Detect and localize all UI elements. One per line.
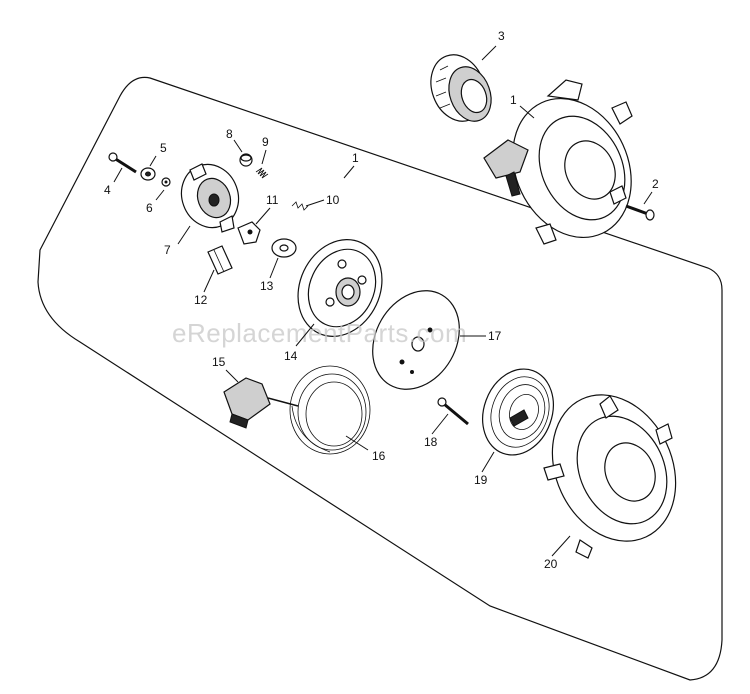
callout-10: 10 [326, 193, 340, 207]
callout-9: 9 [262, 135, 269, 149]
part-5-nut [140, 167, 156, 181]
watermark-text: eReplacementParts.com [172, 318, 467, 348]
callout-15: 15 [212, 355, 226, 369]
part-16-starter-rope [289, 365, 371, 455]
part-18-screw [437, 397, 469, 426]
part-11-pawl [237, 221, 261, 245]
leader-lines [113, 45, 653, 557]
part-19-recoil-spring [482, 368, 554, 456]
callout-numbers: 3 1 2 1 4 5 6 7 8 9 10 11 12 13 14 17 15… [104, 29, 659, 571]
part-13-washer [271, 238, 297, 258]
part-10-spring [291, 201, 309, 211]
callout-20: 20 [544, 557, 558, 571]
callout-19: 19 [474, 473, 488, 487]
part-2-screw [625, 204, 655, 221]
callout-5: 5 [160, 141, 167, 155]
part-20-starter-housing-lower [543, 394, 677, 559]
callout-8: 8 [226, 127, 233, 141]
callout-3: 3 [498, 29, 505, 43]
part-3-ratchet-cup [430, 54, 492, 122]
part-7-pawl-plate [180, 163, 240, 233]
part-14-pulley [297, 239, 383, 337]
part-9-spring [255, 167, 269, 179]
callout-4: 4 [104, 183, 111, 197]
callout-6: 6 [146, 201, 153, 215]
callout-16: 16 [372, 449, 386, 463]
part-15-starter-handle [223, 377, 299, 429]
callout-17: 17 [488, 329, 502, 343]
callout-1: 1 [352, 151, 359, 165]
callout-2: 2 [652, 177, 659, 191]
callout-7: 7 [164, 243, 171, 257]
callout-1-upper: 1 [510, 93, 517, 107]
part-8-bushing [239, 153, 253, 167]
callout-14: 14 [284, 349, 298, 363]
assembly-boundary [37, 76, 723, 681]
callout-18: 18 [424, 435, 438, 449]
part-1-starter-housing-upper [483, 79, 633, 245]
part-12-dog [207, 245, 233, 275]
callout-11: 11 [266, 193, 279, 207]
part-6-washer [161, 177, 171, 187]
part-4-bolt [108, 152, 137, 174]
part-17-spring-plate [372, 290, 460, 390]
callout-13: 13 [260, 279, 274, 293]
callout-12: 12 [194, 293, 208, 307]
